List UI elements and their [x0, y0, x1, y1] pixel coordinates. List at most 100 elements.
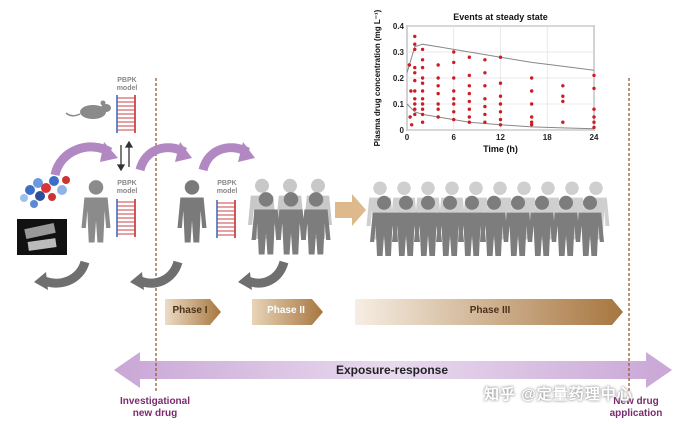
chart-data-point	[409, 123, 414, 127]
pbpk-label-1: PBPK model	[112, 77, 142, 93]
chart-data-point	[452, 50, 456, 54]
chart-data-point	[413, 112, 417, 117]
molecule-icon	[20, 176, 70, 208]
cycle-arrow-grey-1	[40, 260, 90, 288]
phase3-bar	[355, 299, 623, 325]
person-icon-preclinical	[81, 180, 111, 243]
chart-data-point	[420, 47, 425, 52]
chart-data-point	[420, 65, 425, 70]
chart-data-point	[413, 107, 417, 111]
chart-data-point	[592, 125, 596, 130]
pbpk-label-1-top: PBPK	[117, 77, 137, 84]
chart-data-point	[498, 117, 503, 122]
phase1-label: Phase I	[172, 305, 208, 316]
phase2-group	[248, 178, 332, 255]
chart-data-point	[467, 55, 472, 59]
pbpk-label-1-bottom: model	[116, 85, 138, 92]
chart-ytick-label: 0.2	[393, 74, 405, 83]
chart-xtick-label: 0	[405, 133, 410, 142]
chart-data-point	[467, 73, 472, 78]
person-icon-phase1	[177, 180, 207, 243]
chart-data-point	[420, 107, 425, 111]
chart-data-point	[467, 91, 472, 96]
chart-data-point	[413, 97, 417, 101]
chart-data-point	[467, 120, 472, 124]
chart-data-point	[498, 110, 503, 114]
chart-data-point	[483, 71, 487, 75]
chart-data-point	[436, 84, 440, 88]
up-down-arrows-icon	[116, 140, 134, 172]
phase3-crowd	[366, 181, 610, 256]
exposure-response-label: Exposure-response	[335, 363, 449, 377]
chart-data-point	[436, 115, 440, 119]
phase2-label: Phase II	[267, 305, 305, 316]
chart-ytick-label: 0.4	[393, 22, 405, 31]
chart-data-point	[467, 107, 472, 111]
chart-data-point	[483, 104, 487, 109]
cycle-arrowhead-grey-1	[34, 272, 48, 290]
chart-data-point	[467, 115, 472, 119]
pbpk-label-2: PBPK model	[112, 180, 142, 196]
chart-data-point	[529, 123, 534, 127]
chart-data-point	[420, 89, 425, 93]
chart-data-point	[452, 76, 456, 80]
exposure-response-arrow	[114, 352, 672, 388]
chart-data-point	[498, 94, 503, 98]
chart-data-point	[452, 97, 456, 101]
pbpk-label-2-bottom: model	[116, 188, 138, 195]
nda-milestone-label: New drug application	[596, 396, 676, 420]
chart-data-point	[592, 107, 596, 111]
ind-milestone-label: Investigational new drug	[100, 396, 210, 420]
chart-data-point	[592, 115, 596, 119]
nda-milestone-line1: New drug	[613, 396, 659, 407]
chart-data-point	[413, 34, 417, 39]
chart-data-point	[436, 91, 440, 96]
chart-ytick-label: 0	[400, 126, 405, 135]
chart-fit-curve	[406, 43, 595, 73]
cycle-arrowhead-purple-1	[100, 142, 118, 162]
chart-data-point	[420, 76, 425, 80]
chart-title: Events at steady state	[453, 12, 548, 22]
chart-data-point	[561, 120, 565, 124]
cycle-arrow-grey-2	[136, 260, 183, 288]
chart-data-point	[452, 60, 456, 65]
chart-data-point	[413, 42, 417, 46]
chart-data-point	[413, 47, 417, 52]
chart-data-point	[561, 99, 565, 104]
chart-data-point	[529, 120, 534, 124]
chart-data-point	[420, 58, 425, 62]
chart-data-point	[452, 102, 456, 106]
crystal-image	[17, 219, 67, 255]
chart-xlabel: Time (h)	[483, 144, 518, 154]
chart-data-point	[407, 63, 412, 67]
chart-ytick-label: 0.1	[393, 100, 405, 109]
pbpk-label-3-top: PBPK	[217, 180, 237, 187]
chart-data-point	[498, 123, 503, 127]
phase2-bar	[252, 299, 323, 325]
cycle-arrowhead-grey-3	[238, 272, 252, 290]
chart-data-point	[413, 102, 417, 106]
chart-data-point	[483, 112, 487, 117]
chart-data-point	[436, 102, 440, 106]
chart-data-point	[483, 84, 487, 88]
chart-data-point	[483, 120, 487, 124]
chart-xtick-label: 18	[543, 133, 552, 142]
chart-data-point	[413, 78, 417, 83]
chart-data-point	[452, 89, 456, 93]
ind-milestone-line1: Investigational	[119, 396, 190, 407]
chart-data-point	[467, 99, 472, 104]
pbpk-label-3-bottom: model	[216, 188, 238, 195]
chart-ytick-label: 0.3	[393, 48, 405, 57]
chart-data-point	[483, 58, 487, 62]
cycle-arrowhead-purple-3	[238, 142, 255, 162]
chart-data-point	[592, 86, 596, 91]
chart-data-point	[420, 102, 425, 106]
chart-data-point	[592, 120, 596, 124]
chart-data-point	[592, 73, 596, 78]
chart-data-point	[452, 110, 456, 114]
chart-data-point	[529, 102, 534, 106]
chart-data-point	[436, 107, 440, 111]
chart-data-point	[420, 112, 425, 117]
chart-data-point	[561, 94, 565, 98]
